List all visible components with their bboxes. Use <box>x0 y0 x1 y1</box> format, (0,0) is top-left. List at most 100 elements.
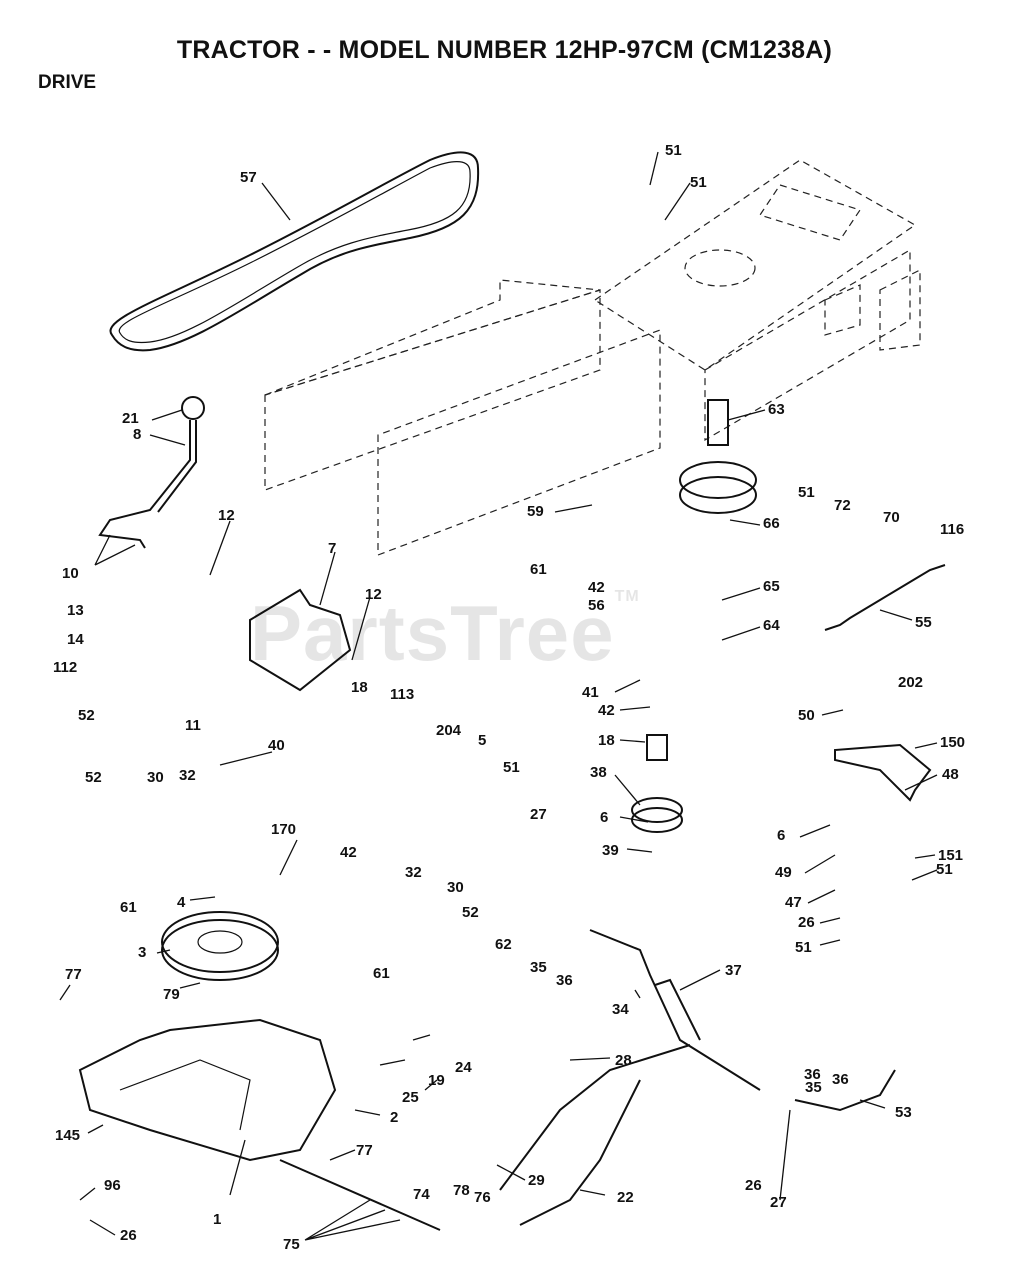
part-callout: 26 <box>745 1177 762 1194</box>
watermark-tm: TM <box>614 588 640 605</box>
part-callout: 49 <box>775 864 792 881</box>
part-callout: 51 <box>936 861 953 878</box>
part-callout: 53 <box>895 1104 912 1121</box>
part-callout: 42 <box>588 579 605 596</box>
part-callout: 32 <box>179 767 196 784</box>
part-callout: 51 <box>503 759 520 776</box>
part-callout: 3 <box>138 944 147 961</box>
part-callout: 62 <box>495 936 512 953</box>
part-callout: 63 <box>768 401 785 418</box>
part-callout: 35 <box>805 1079 822 1096</box>
idler-pulleys <box>631 399 757 833</box>
part-callout: 150 <box>940 734 966 751</box>
part-callout: 32 <box>405 864 422 881</box>
part-callout: 64 <box>763 617 780 634</box>
part-callout: 74 <box>413 1186 430 1203</box>
part-callout: 26 <box>798 914 815 931</box>
part-callout: 5 <box>478 732 487 749</box>
part-callout: 27 <box>530 806 547 823</box>
part-callout: 50 <box>798 707 815 724</box>
watermark-logo: PartsTreeTM <box>250 588 640 679</box>
part-callout: 10 <box>62 565 79 582</box>
part-callout: 2 <box>390 1109 399 1126</box>
part-callout: 30 <box>147 769 164 786</box>
part-callout: 65 <box>763 578 780 595</box>
part-callout: 22 <box>617 1189 634 1206</box>
part-callout: 24 <box>455 1059 472 1076</box>
idler-bracket <box>834 743 932 802</box>
drive-belt <box>109 151 480 352</box>
tractor-frame <box>264 159 921 556</box>
part-callout: 52 <box>78 707 95 724</box>
section-heading: DRIVE <box>38 72 97 93</box>
part-callout: 41 <box>582 684 599 701</box>
part-callout: 30 <box>447 879 464 896</box>
part-callout: 21 <box>122 410 139 427</box>
transaxle-pulley <box>161 911 279 981</box>
part-callout: 34 <box>612 1001 629 1018</box>
part-callout: 112 <box>53 659 78 676</box>
part-callout: 56 <box>588 597 605 614</box>
part-callout: 42 <box>340 844 357 861</box>
part-callout: 52 <box>85 769 102 786</box>
part-callout: 96 <box>104 1177 121 1194</box>
part-callout: 26 <box>120 1227 137 1244</box>
part-callout: 66 <box>763 515 780 532</box>
part-callout: 1 <box>213 1211 222 1228</box>
shift-lever <box>98 396 205 549</box>
part-callout: 4 <box>177 894 186 911</box>
part-callout: 37 <box>725 962 742 979</box>
part-callout: 51 <box>795 939 812 956</box>
part-callout: 19 <box>428 1072 445 1089</box>
part-callout: 61 <box>120 899 137 916</box>
part-callout: 76 <box>474 1189 491 1206</box>
part-callout: 11 <box>185 717 201 734</box>
part-callout: 79 <box>163 986 180 1003</box>
part-callout: 6 <box>777 827 786 844</box>
part-callout: 51 <box>690 174 707 191</box>
part-callout: 72 <box>834 497 851 514</box>
part-callout: 77 <box>356 1142 373 1159</box>
linkage-rods <box>499 929 896 1226</box>
part-callout: 35 <box>530 959 547 976</box>
part-callout: 61 <box>373 965 390 982</box>
part-callout: 70 <box>883 509 900 526</box>
shift-bracket <box>249 588 352 692</box>
page-title: TRACTOR - - MODEL NUMBER 12HP-97CM (CM12… <box>176 36 833 64</box>
part-callout: 47 <box>785 894 802 911</box>
part-callout: 55 <box>915 614 932 631</box>
part-callout: 59 <box>527 503 544 520</box>
part-callout: 18 <box>598 732 615 749</box>
part-callout: 7 <box>328 540 337 557</box>
part-callout: 28 <box>615 1052 632 1069</box>
part-callout: 13 <box>67 602 84 619</box>
part-callout: 151 <box>938 847 964 864</box>
transaxle <box>78 1018 441 1231</box>
part-callout: 40 <box>268 737 285 754</box>
part-callout: 18 <box>351 679 368 696</box>
part-callout: 51 <box>665 142 682 159</box>
part-callout: 29 <box>528 1172 545 1189</box>
part-callout: 27 <box>770 1194 787 1211</box>
part-callout: 39 <box>602 842 619 859</box>
part-callout: 6 <box>600 809 609 826</box>
part-callout: 116 <box>940 521 965 538</box>
part-callout: 36 <box>832 1071 849 1088</box>
part-callout: 36 <box>556 972 573 989</box>
part-callout: 12 <box>218 507 235 524</box>
part-callout: 77 <box>65 966 82 983</box>
part-callout: 42 <box>598 702 615 719</box>
part-callout: 48 <box>942 766 959 783</box>
part-callout: 51 <box>798 484 815 501</box>
part-callout: 52 <box>462 904 479 921</box>
part-callout: 12 <box>365 586 382 603</box>
part-callout: 61 <box>530 561 547 578</box>
part-callout: 75 <box>283 1236 300 1253</box>
tension-spring <box>824 564 946 631</box>
part-callout: 14 <box>67 631 84 648</box>
callout-leaders <box>59 151 938 1241</box>
part-callout: 145 <box>55 1127 81 1144</box>
watermark-text: PartsTree <box>250 589 615 677</box>
part-callout: 113 <box>390 686 415 703</box>
